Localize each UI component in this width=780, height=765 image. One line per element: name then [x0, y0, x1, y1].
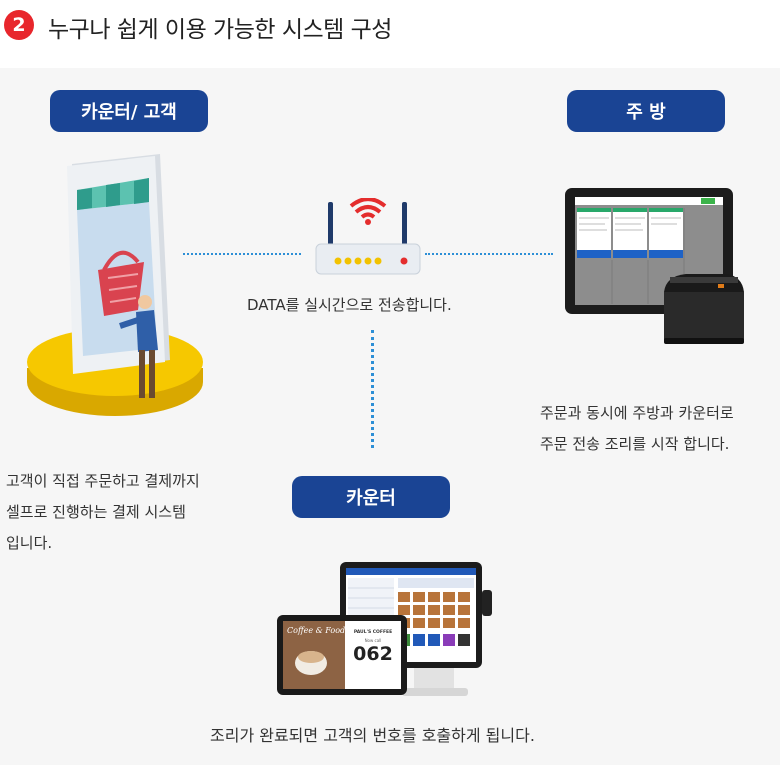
connector-left: [183, 253, 301, 255]
kitchen-caption: 주문과 동시에 주방과 카운터로 주문 전송 조리를 시작 합니다.: [540, 398, 734, 460]
shop-name: PAUL'S COFFEE: [353, 630, 393, 635]
kitchen-caption-line: 주문과 동시에 주방과 카운터로: [540, 404, 734, 422]
connector-right: [425, 253, 553, 255]
now-calling-label: Now call: [364, 638, 382, 643]
kiosk-phone-icon: [20, 150, 210, 428]
brand-text: Coffee & Food: [287, 626, 346, 635]
header: 2 누구나 쉽게 이용 가능한 시스템 구성: [0, 0, 780, 68]
label-counter-customer: 카운터/ 고객: [50, 90, 208, 132]
wifi-router-icon: [312, 197, 424, 280]
page-title: 누구나 쉽게 이용 가능한 시스템 구성: [48, 17, 392, 43]
customer-caption-line: 셀프로 진행하는 결제 시스템: [6, 503, 186, 521]
bottom-caption: 조리가 완료되면 고객의 번호를 호출하게 됩니다.: [210, 726, 535, 745]
pos-terminal-icon: [340, 560, 500, 700]
order-number: 062: [353, 643, 393, 665]
order-call-display-icon: Coffee & Food PAUL'S COFFEE Now call 062: [277, 615, 409, 697]
kitchen-caption-line: 주문 전송 조리를 시작 합니다.: [540, 435, 730, 453]
step-number-badge: 2: [4, 10, 34, 40]
customer-caption: 고객이 직접 주문하고 결제까지 셀프로 진행하는 결제 시스템 입니다.: [6, 466, 200, 559]
receipt-printer-icon: [656, 270, 748, 346]
customer-caption-line: 고객이 직접 주문하고 결제까지: [6, 472, 200, 490]
connector-down: [371, 330, 374, 448]
label-kitchen: 주 방: [567, 90, 725, 132]
label-counter: 카운터: [292, 476, 450, 518]
customer-caption-line: 입니다.: [6, 534, 53, 552]
data-transfer-caption: DATA를 실시간으로 전송합니다.: [247, 296, 452, 314]
